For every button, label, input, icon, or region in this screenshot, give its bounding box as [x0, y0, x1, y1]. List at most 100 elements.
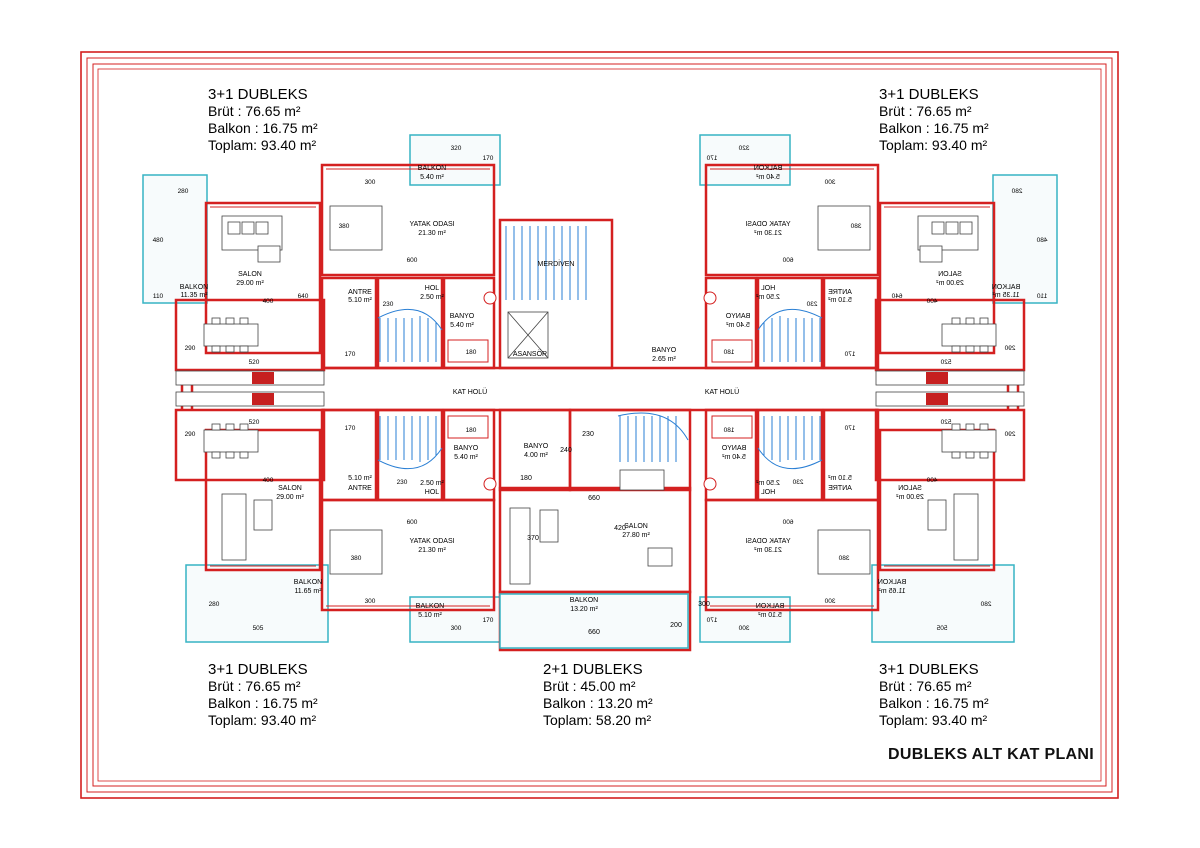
dim-290-bot: 290	[185, 431, 196, 438]
dim-200-core: 200	[670, 622, 682, 629]
unit-title: 3+1 DUBLEKS	[879, 661, 979, 678]
room-balkon-c-area: 13.20 m²	[570, 606, 598, 613]
drawing-frame	[80, 51, 1119, 799]
room-balkon-big-top-area: 11.35 m²	[180, 292, 208, 299]
unit-toplam: Toplam: 93.40 m²	[208, 712, 317, 728]
dim-420-core: 420	[614, 525, 626, 532]
room-hol-top-area: 2.50 m²	[420, 294, 444, 301]
unit-balkon: Balkon : 13.20 m²	[543, 695, 653, 711]
room-balkon-big-bot-area: 11.65 m²	[294, 588, 322, 595]
unit-brut: Brüt : 76.65 m²	[208, 103, 301, 119]
unit-toplam: Toplam: 93.40 m²	[879, 712, 988, 728]
room-hol-bot-area: 2.50 m²	[420, 480, 444, 487]
unit-balkon: Balkon : 16.75 m²	[879, 695, 989, 711]
core-stairs	[505, 226, 689, 462]
room-salon-top-area: 29.00 m²	[236, 280, 264, 287]
dim-170-balc: 170	[483, 155, 494, 162]
room-kat-holu-left: KAT HOLÜ	[453, 388, 487, 396]
dim-520-top: 520	[249, 359, 260, 366]
room-balkon-small-top-area: 5.40 m²	[420, 174, 444, 181]
room-banyo-bot-area: 5.40 m²	[454, 454, 478, 461]
room-balkon-c: BALKON	[570, 597, 598, 604]
dim-300-core: 300	[698, 601, 710, 608]
dim-180-bot: 180	[466, 427, 477, 434]
unit-toplam: Toplam: 93.40 m²	[879, 137, 988, 153]
room-antre-top-area: 5.10 m²	[348, 297, 372, 304]
room-yatak-bot: YATAK ODASI	[409, 538, 454, 545]
room-banyo-top: BANYO	[450, 313, 475, 320]
room-hol-bot: HOL	[425, 489, 440, 496]
dim-290-top: 290	[185, 345, 196, 352]
room-balkon-small-bot: BALKON	[416, 603, 444, 610]
room-salon-c: SALON	[624, 523, 648, 530]
plan-title: DUBLEKS ALT KAT PLANI	[888, 746, 1094, 763]
core-labels: MERDİVEN ASANSÖR KAT HOLÜ KAT HOLÜ BANYO…	[453, 259, 739, 636]
kitchen-cooktops	[252, 372, 274, 405]
dim-660-top: 660	[588, 495, 600, 502]
dim-110: 110	[153, 293, 164, 300]
unit-brut: Brüt : 45.00 m²	[543, 678, 636, 694]
dim-240-core: 240	[560, 447, 572, 454]
dim-280-bot: 280	[209, 601, 220, 608]
furniture	[175, 205, 383, 575]
dim-230-top: 230	[383, 301, 394, 308]
dim-480: 480	[153, 237, 164, 244]
dim-400-top: 400	[263, 298, 274, 305]
dim-640-top: 640	[298, 293, 309, 300]
room-balkon-small-top: BALKON	[418, 165, 446, 172]
unit-toplam: Toplam: 58.20 m²	[543, 712, 652, 728]
room-banyo-c: BANYO	[524, 443, 549, 450]
dim-300-top: 300	[365, 179, 376, 186]
unit-balkon: Balkon : 16.75 m²	[208, 120, 318, 136]
dim-280-top: 280	[178, 188, 189, 195]
dim-380-top: 380	[339, 223, 350, 230]
dim-170-top: 170	[345, 351, 356, 358]
right-units-block	[698, 133, 1059, 644]
dim-600-top: 600	[407, 257, 418, 264]
room-asansor: ASANSÖR	[513, 350, 547, 358]
bathrooms	[447, 291, 497, 491]
dim-520-bot: 520	[249, 419, 260, 426]
unit-info-bottom-center: 2+1 DUBLEKS Brüt : 45.00 m² Balkon : 13.…	[543, 661, 653, 729]
core-balcony	[499, 593, 689, 649]
dim-505: 505	[253, 625, 264, 632]
dim-600-bot: 600	[407, 519, 418, 526]
room-antre-bot-area: 5.10 m²	[348, 475, 372, 482]
dim-170-balc-bot: 170	[483, 617, 494, 624]
room-banyo-core-area: 2.65 m²	[652, 356, 676, 363]
dimensions: 280 480 110 400 640 290 520 300 380 320 …	[153, 145, 494, 632]
room-hol-top: HOL	[425, 285, 440, 292]
dim-230-core: 230	[582, 431, 594, 438]
unit-title: 3+1 DUBLEKS	[208, 86, 308, 103]
room-kat-holu-right: KAT HOLÜ	[705, 388, 739, 396]
dim-660-bot: 660	[588, 629, 600, 636]
unit-info-bottom-right: 3+1 DUBLEKS Brüt : 76.65 m² Balkon : 16.…	[879, 661, 989, 729]
room-balkon-big-bot: BALKON	[294, 579, 322, 586]
room-merdiven: MERDİVEN	[538, 259, 575, 268]
unit-info-top-right: 3+1 DUBLEKS Brüt : 76.65 m² Balkon : 16.…	[879, 86, 989, 154]
unit-title: 3+1 DUBLEKS	[879, 86, 979, 103]
unit-brut: Brüt : 76.65 m²	[879, 678, 972, 694]
balcony-outlines	[142, 134, 501, 643]
room-balkon-big-top: BALKON	[180, 284, 208, 291]
dim-380-bot: 380	[351, 555, 362, 562]
room-banyo-top-area: 5.40 m²	[450, 322, 474, 329]
dim-370-core: 370	[527, 535, 539, 542]
dim-300-balc-bot: 300	[451, 625, 462, 632]
unit-brut: Brüt : 76.65 m²	[879, 103, 972, 119]
left-units-block: YATAK ODASI 21.30 m² SALON 29.00 m² BALK…	[142, 134, 501, 643]
room-yatak-top: YATAK ODASI	[409, 221, 454, 228]
room-salon-bot: SALON	[278, 485, 302, 492]
dim-180-top: 180	[466, 349, 477, 356]
inner-wall-lines	[210, 168, 490, 607]
unit-title: 3+1 DUBLEKS	[208, 661, 308, 678]
unit-balkon: Balkon : 16.75 m²	[879, 120, 989, 136]
unit-info-bottom-left: 3+1 DUBLEKS Brüt : 76.65 m² Balkon : 16.…	[208, 661, 318, 729]
room-banyo-core: BANYO	[652, 347, 677, 354]
dim-300-bot: 300	[365, 598, 376, 605]
dim-170-bot: 170	[345, 425, 356, 432]
dim-230-bot: 230	[397, 479, 408, 486]
room-yatak-bot-area: 21.30 m²	[418, 547, 446, 554]
room-balkon-small-bot-area: 5.10 m²	[418, 612, 442, 619]
